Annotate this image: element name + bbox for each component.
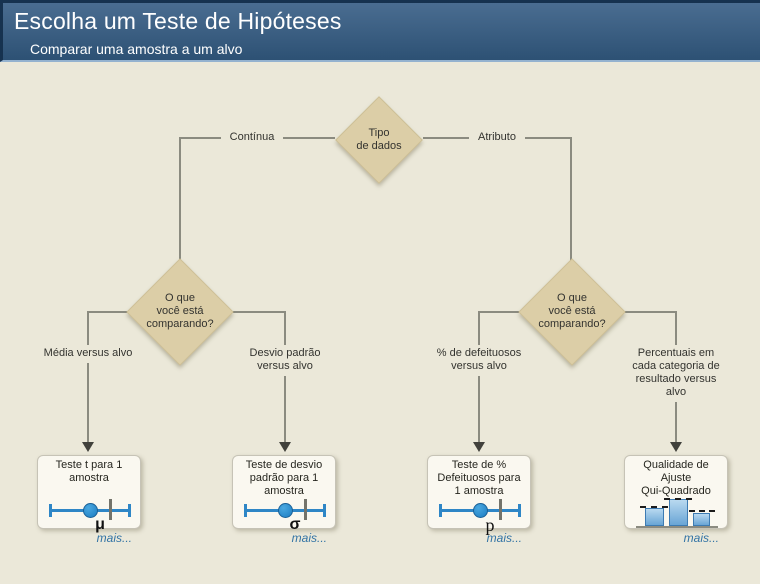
test-card-1-sample-stdev[interactable]: Teste de desvio padrão para 1 amostra σ (232, 455, 336, 533)
more-link[interactable]: mais... (683, 531, 719, 545)
target-tick (304, 499, 307, 520)
decision-node-comparing-right-label: O que você está comparando? (538, 292, 606, 330)
bar-chart-icon (636, 498, 718, 528)
branch-label-attribute: Atributo (445, 130, 549, 144)
page-title: Escolha um Teste de Hipóteses (14, 8, 342, 34)
mu-symbol: μ (95, 516, 105, 533)
test-card-1-sample-t[interactable]: Teste t para 1 amostra μ (37, 455, 141, 533)
branch-label-pct-defective-vs-target: % de defeituosos versus alvo (428, 345, 530, 376)
connector-line (179, 137, 181, 261)
target-tick (109, 499, 112, 520)
test-card-1-sample-pct-defective[interactable]: Teste de % Defeituosos para 1 amostra p (427, 455, 531, 535)
arrow-down-icon (279, 442, 291, 452)
connector-line (478, 311, 480, 442)
decision-node-comparing-left-label: O que você está comparando? (146, 292, 214, 330)
interval-plot-icon (439, 496, 521, 526)
more-link[interactable]: mais... (486, 531, 522, 545)
connector-line (625, 311, 677, 313)
test-name: Qualidade de Ajuste Qui-Quadrado (641, 459, 711, 497)
more-link[interactable]: mais... (291, 531, 327, 545)
arrow-down-icon (670, 442, 682, 452)
test-name: Teste t para 1 amostra (55, 459, 123, 484)
point-estimate-dot (278, 503, 293, 518)
point-estimate-dot (83, 503, 98, 518)
test-name: Teste de desvio padrão para 1 amostra (245, 459, 323, 497)
arrow-down-icon (82, 442, 94, 452)
connector-line (284, 311, 286, 442)
branch-label-percent-categories-vs-target: Percentuais em cada categoria de resulta… (622, 345, 730, 402)
branch-label-stdev-vs-target: Desvio padrão versus alvo (235, 345, 335, 376)
decision-node-data-type-label: Tipo de dados (356, 127, 402, 152)
p-symbol: p (485, 515, 495, 535)
connector-line (570, 137, 572, 261)
more-link[interactable]: mais... (96, 531, 132, 545)
header: Escolha um Teste de Hipóteses Comparar u… (0, 0, 760, 62)
connector-line (88, 311, 128, 313)
connector-line (233, 311, 285, 313)
interval-plot-icon (244, 496, 326, 526)
arrow-down-icon (473, 442, 485, 452)
branch-label-continuous: Contínua (200, 130, 304, 144)
interval-plot-icon (49, 496, 131, 526)
target-tick (499, 499, 502, 520)
test-card-chi-square-goodness-of-fit[interactable]: Qualidade de Ajuste Qui-Quadrado (624, 455, 728, 529)
connector-line (479, 311, 519, 313)
page-subtitle: Comparar uma amostra a um alvo (30, 41, 243, 57)
connector-line (87, 311, 89, 442)
branch-label-mean-vs-target: Média versus alvo (28, 345, 148, 363)
test-name: Teste de % Defeituosos para 1 amostra (437, 459, 521, 497)
point-estimate-dot (473, 503, 488, 518)
sigma-symbol: σ (289, 516, 301, 533)
